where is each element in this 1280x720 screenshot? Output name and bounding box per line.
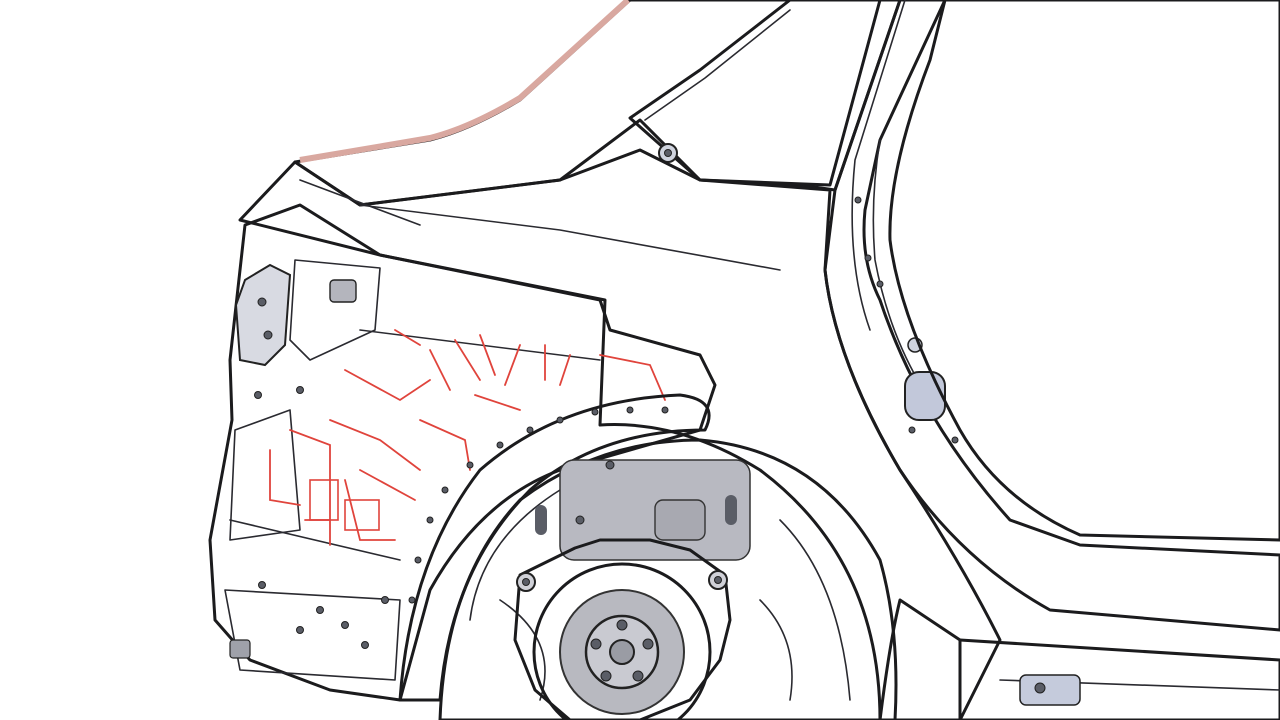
door-opening — [888, 0, 1280, 542]
door-pillar — [823, 0, 1280, 632]
wheel-well — [438, 438, 898, 720]
rocker-sill — [958, 638, 1280, 720]
damaged-inner-panel — [208, 203, 717, 702]
lower-body-edge — [878, 598, 962, 720]
quarter-window — [628, 0, 882, 187]
damage-lines — [269, 329, 666, 546]
roof-panel — [293, 0, 902, 207]
wheel-hub — [513, 538, 732, 720]
